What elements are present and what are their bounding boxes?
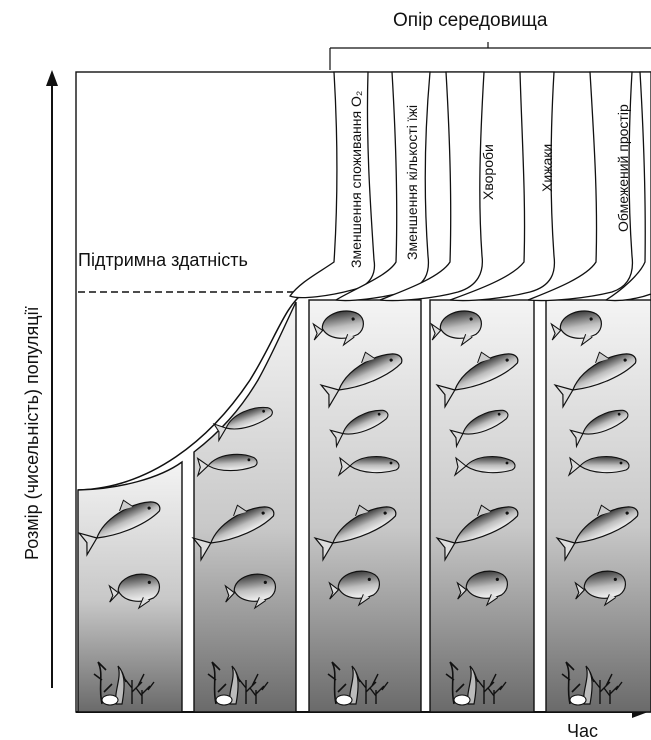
factor-label-space: Обмежений простір xyxy=(615,104,631,232)
factor-label-oxygen: Зменшення споживання O₂ xyxy=(348,91,364,268)
x-axis-label: Час xyxy=(567,721,598,740)
resistance-title: Опір середовища xyxy=(393,10,548,31)
capacity-label: Підтримна здатність xyxy=(78,250,248,270)
resistance-arms xyxy=(290,72,651,301)
resistance-bracket xyxy=(330,42,651,70)
factor-label-predators: Хижаки xyxy=(539,144,555,192)
factor-label-disease: Хвороби xyxy=(480,144,496,200)
y-axis xyxy=(46,70,58,688)
column-2 xyxy=(194,302,296,712)
factor-labels: Зменшення споживання O₂ Зменшення кілько… xyxy=(348,91,631,268)
factor-label-food: Зменшення кількості їжі xyxy=(404,105,420,260)
y-axis-label: Розмір (чисельність) популяції xyxy=(22,306,42,560)
